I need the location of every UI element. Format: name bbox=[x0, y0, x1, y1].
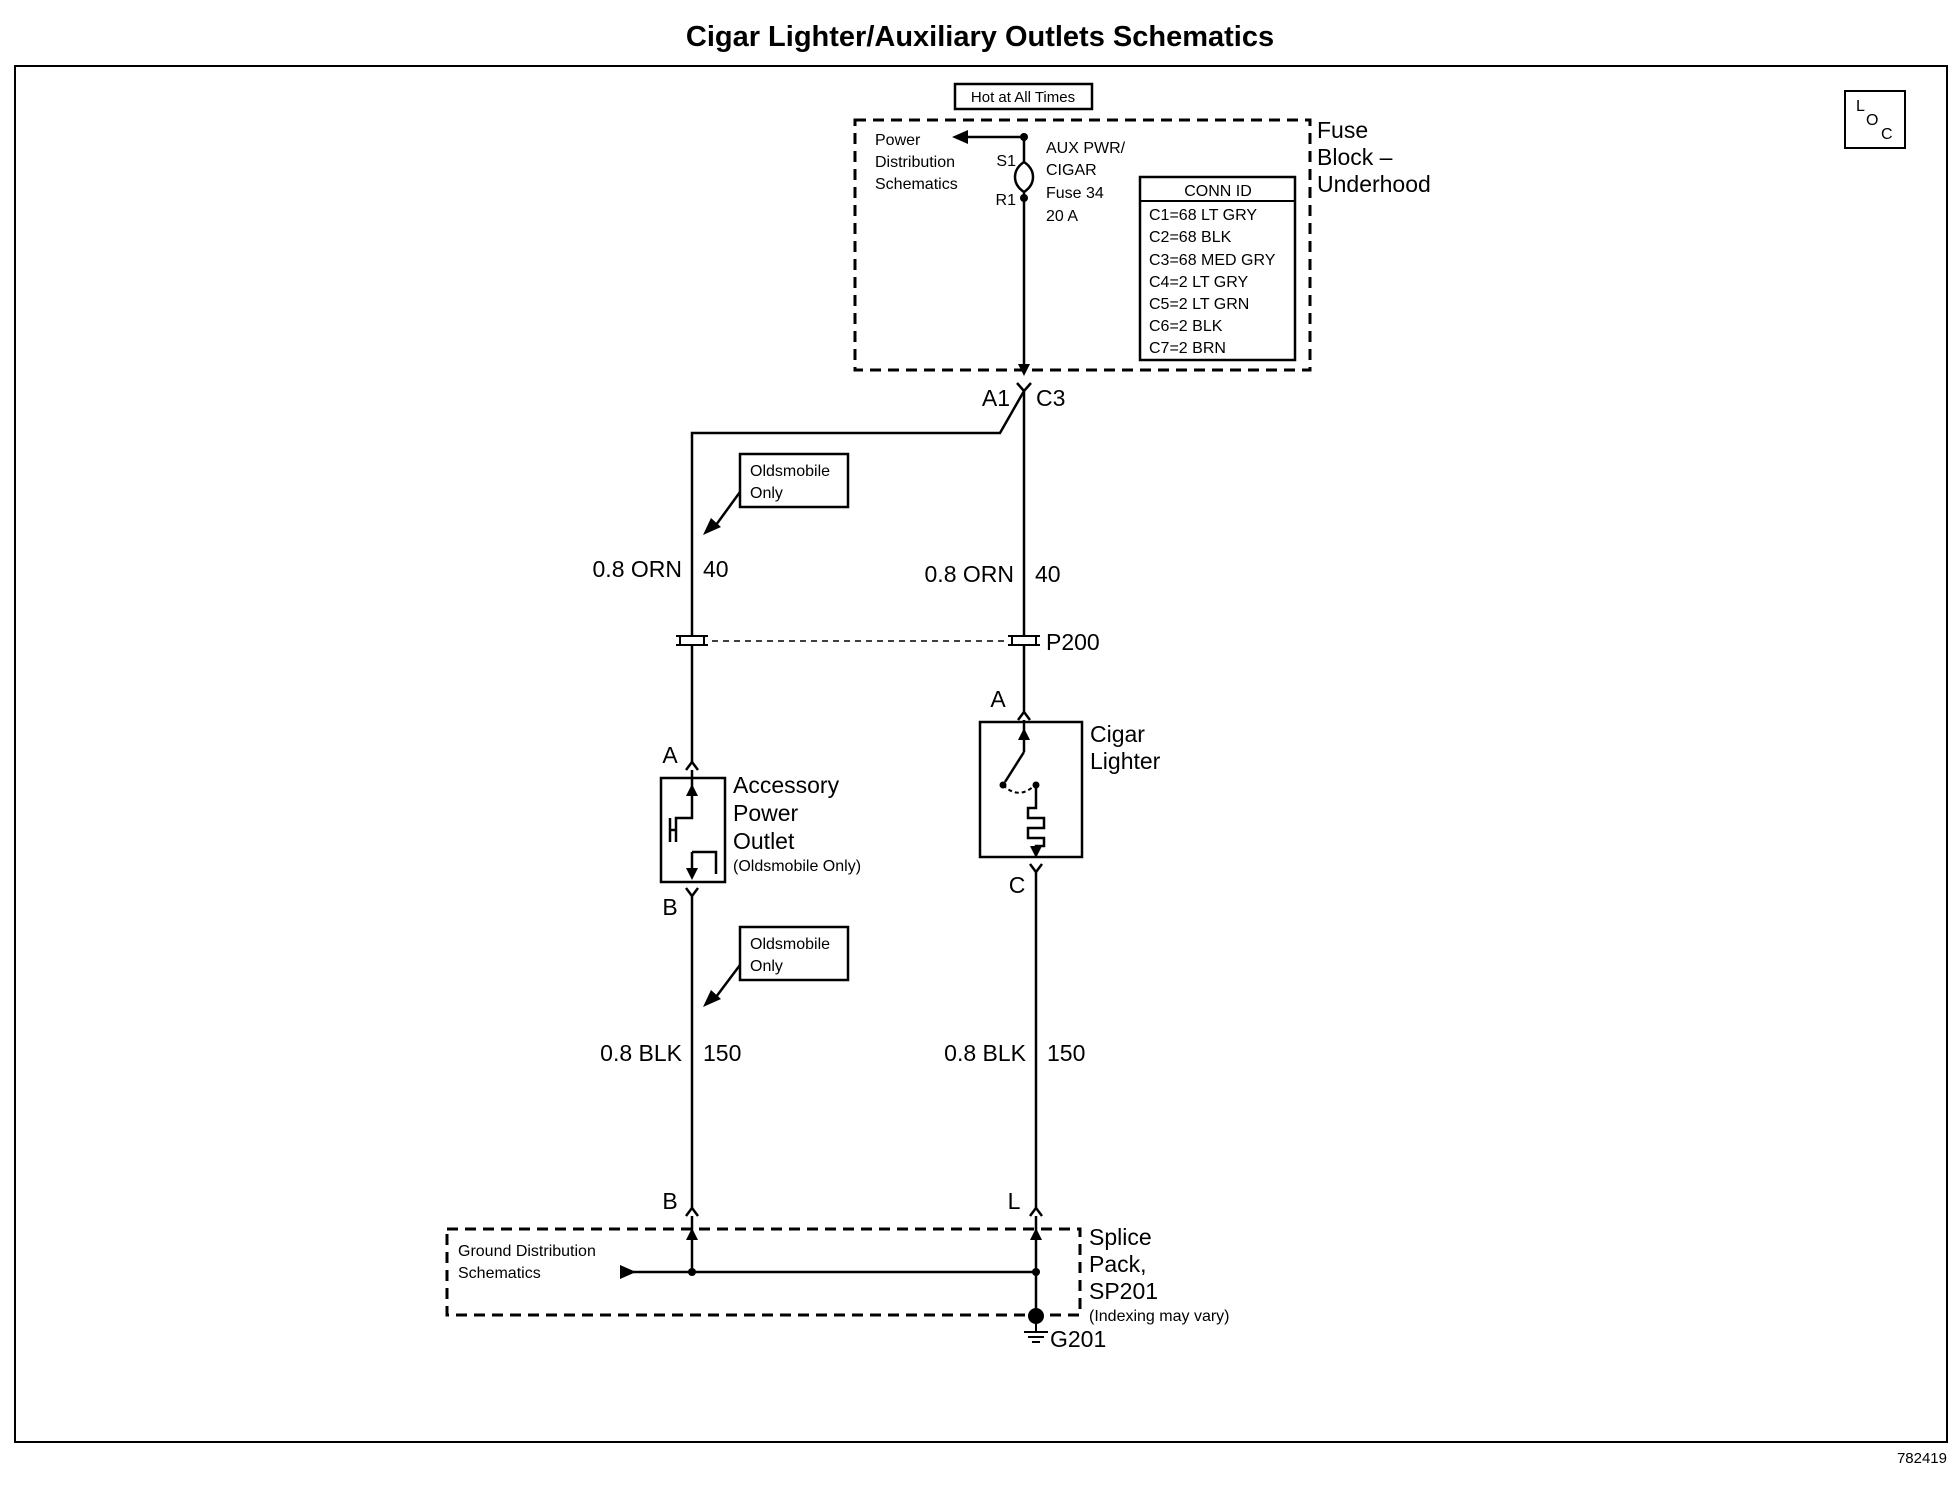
wire-right-bottom-circuit: 150 bbox=[1047, 1040, 1085, 1066]
oldsmobile-note-lower-leader bbox=[715, 964, 741, 998]
figure-number: 782419 bbox=[1897, 1450, 1947, 1467]
p200-connector-right bbox=[1008, 635, 1040, 646]
loc-symbol: L O C bbox=[1844, 90, 1906, 149]
wire-left-bottom-circuit: 150 bbox=[703, 1040, 741, 1066]
ground-dist-label-1: Ground Distribution bbox=[458, 1243, 596, 1260]
fuse-block-label-3: Underhood bbox=[1317, 171, 1431, 197]
splice-pin-l-label: L bbox=[1008, 1188, 1021, 1214]
oldsmobile-note-lower-line1: Oldsmobile bbox=[750, 936, 830, 953]
oldsmobile-note-upper-arrowhead bbox=[703, 518, 721, 535]
conn-id-row: C2=68 BLK bbox=[1149, 229, 1232, 246]
outlet-pin-a-label: A bbox=[662, 742, 678, 768]
splice-pin-l-connector bbox=[1029, 1205, 1043, 1217]
wire-left-bottom-gauge: 0.8 BLK bbox=[600, 1040, 682, 1066]
fuse-symbol bbox=[1013, 137, 1035, 198]
outlet-pin-b-label: B bbox=[662, 894, 677, 920]
lighter-label-1: Cigar bbox=[1090, 721, 1145, 747]
diagram-frame bbox=[14, 65, 1948, 1443]
fuse-r1-label: R1 bbox=[996, 192, 1017, 209]
fuse-block-outline bbox=[853, 118, 1312, 372]
fuse-label-3: Fuse 34 bbox=[1046, 185, 1104, 202]
wire-right-top-gauge: 0.8 ORN bbox=[925, 561, 1014, 587]
hot-at-all-times-label: Hot at All Times bbox=[971, 89, 1075, 106]
fuse-block-label-1: Fuse bbox=[1317, 117, 1368, 143]
splice-pin-b-connector bbox=[685, 1205, 699, 1217]
oldsmobile-note-upper-leader bbox=[714, 491, 742, 526]
connector-a1-c3 bbox=[1016, 382, 1032, 393]
lighter-pin-a-label: A bbox=[990, 686, 1006, 712]
lighter-pin-c-label: C bbox=[1009, 872, 1026, 898]
oldsmobile-note-upper-box bbox=[738, 452, 850, 509]
oldsmobile-note-lower-line2: Only bbox=[750, 958, 783, 975]
power-dist-label-2: Distribution bbox=[875, 154, 955, 171]
conn-id-row: C1=68 LT GRY bbox=[1149, 207, 1257, 224]
cigar-lighter bbox=[978, 720, 1084, 859]
outlet-label-2: Power bbox=[733, 800, 799, 826]
accessory-power-outlet bbox=[659, 770, 727, 884]
fuse-label-2: CIGAR bbox=[1046, 162, 1097, 179]
wire-right-top-circuit: 40 bbox=[1035, 561, 1061, 587]
lighter-pin-a-connector bbox=[1017, 709, 1031, 721]
fuse-s1-label: S1 bbox=[996, 153, 1016, 170]
oldsmobile-note-upper-line1: Oldsmobile bbox=[750, 463, 830, 480]
power-dist-label-3: Schematics bbox=[875, 176, 958, 193]
loc-c: C bbox=[1881, 126, 1893, 143]
splice-pack-label-3: SP201 bbox=[1089, 1278, 1158, 1304]
ground-label: G201 bbox=[1050, 1326, 1106, 1352]
conn-id-header: CONN ID bbox=[1184, 183, 1252, 200]
outlet-label-sub: (Oldsmobile Only) bbox=[733, 858, 861, 875]
left-branch-wire bbox=[690, 390, 1026, 635]
power-dist-arrowhead bbox=[952, 130, 968, 144]
splice-pin-b-label: B bbox=[662, 1188, 677, 1214]
wire-left-top-circuit: 40 bbox=[703, 556, 729, 582]
splice-pack-outline bbox=[445, 1227, 1082, 1317]
outlet-label-3: Outlet bbox=[733, 828, 795, 854]
conn-id-row: C3=68 MED GRY bbox=[1149, 252, 1276, 269]
conn-id-row: C4=2 LT GRY bbox=[1149, 274, 1248, 291]
p200-label: P200 bbox=[1046, 629, 1100, 655]
oldsmobile-note-upper-line2: Only bbox=[750, 485, 783, 502]
fuse-output-arrowhead bbox=[1018, 364, 1030, 376]
lighter-label-2: Lighter bbox=[1090, 748, 1161, 774]
splice-pack-sub: (Indexing may vary) bbox=[1089, 1308, 1230, 1325]
wire-left-top-gauge: 0.8 ORN bbox=[593, 556, 682, 582]
outlet-pin-b-connector bbox=[685, 887, 699, 899]
oldsmobile-note-lower-box bbox=[738, 925, 850, 982]
ground-dist-label-2: Schematics bbox=[458, 1265, 541, 1282]
p200-connector-left bbox=[676, 635, 708, 646]
fuse-block-label-2: Block – bbox=[1317, 144, 1393, 170]
pin-c3-label: C3 bbox=[1036, 385, 1065, 411]
splice-internal-wiring bbox=[620, 1216, 1042, 1316]
conn-id-row: C5=2 LT GRN bbox=[1149, 296, 1249, 313]
conn-id-table bbox=[1138, 175, 1297, 362]
fuse-label-1: AUX PWR/ bbox=[1046, 140, 1126, 157]
outlet-pin-a-connector bbox=[685, 759, 699, 771]
outlet-label-1: Accessory bbox=[733, 772, 840, 798]
loc-o: O bbox=[1866, 112, 1878, 129]
pin-a1-label: A1 bbox=[982, 385, 1010, 411]
ground-symbol-g201 bbox=[1024, 1308, 1048, 1343]
oldsmobile-note-lower-arrowhead bbox=[703, 990, 721, 1007]
conn-id-row: C6=2 BLK bbox=[1149, 318, 1223, 335]
power-dist-label-1: Power bbox=[875, 132, 921, 149]
splice-pack-label-1: Splice bbox=[1089, 1224, 1152, 1250]
diagram-title: Cigar Lighter/Auxiliary Outlets Schemati… bbox=[686, 21, 1274, 53]
loc-l: L bbox=[1856, 98, 1865, 115]
conn-id-row: C7=2 BRN bbox=[1149, 340, 1226, 357]
lighter-pin-c-connector bbox=[1029, 863, 1043, 875]
fuse-label-4: 20 A bbox=[1046, 208, 1078, 225]
splice-pack-label-2: Pack, bbox=[1089, 1251, 1147, 1277]
hot-at-all-times-box bbox=[953, 82, 1094, 111]
wire-right-bottom-gauge: 0.8 BLK bbox=[944, 1040, 1026, 1066]
